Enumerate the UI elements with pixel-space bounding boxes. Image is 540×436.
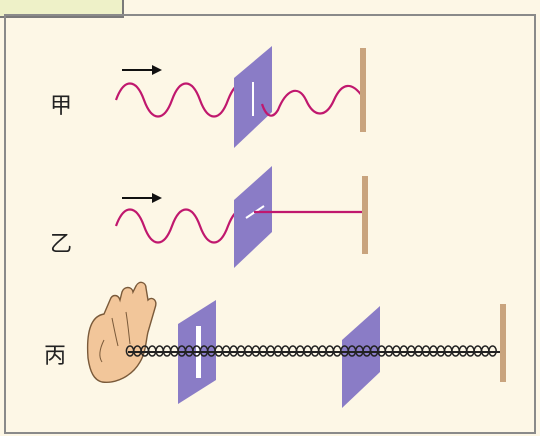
wall-jia: [360, 48, 366, 132]
spring-bing: [125, 345, 502, 357]
wall-yi: [362, 176, 368, 254]
figure-tab: [0, 0, 124, 18]
arrow-right-icon: [122, 65, 162, 75]
wall-bing: [500, 304, 506, 382]
wave-incoming-yi: [114, 208, 243, 244]
row-jia: [114, 46, 366, 148]
hand-icon: [86, 281, 157, 383]
wave-incoming-jia: [114, 82, 243, 118]
figure-frame: [4, 14, 536, 434]
slit-plate-yi: [234, 166, 272, 268]
label-bing: 丙: [44, 344, 67, 369]
row-yi: [114, 166, 368, 268]
spring-coil: [488, 345, 497, 357]
slit-plate-bing-2: [342, 306, 380, 408]
label-jia: 甲: [50, 94, 73, 119]
label-yi: 乙: [50, 232, 73, 257]
wave-transmitted-jia: [260, 84, 363, 117]
arrow-right-icon: [122, 193, 162, 203]
row-bing: [86, 281, 506, 408]
